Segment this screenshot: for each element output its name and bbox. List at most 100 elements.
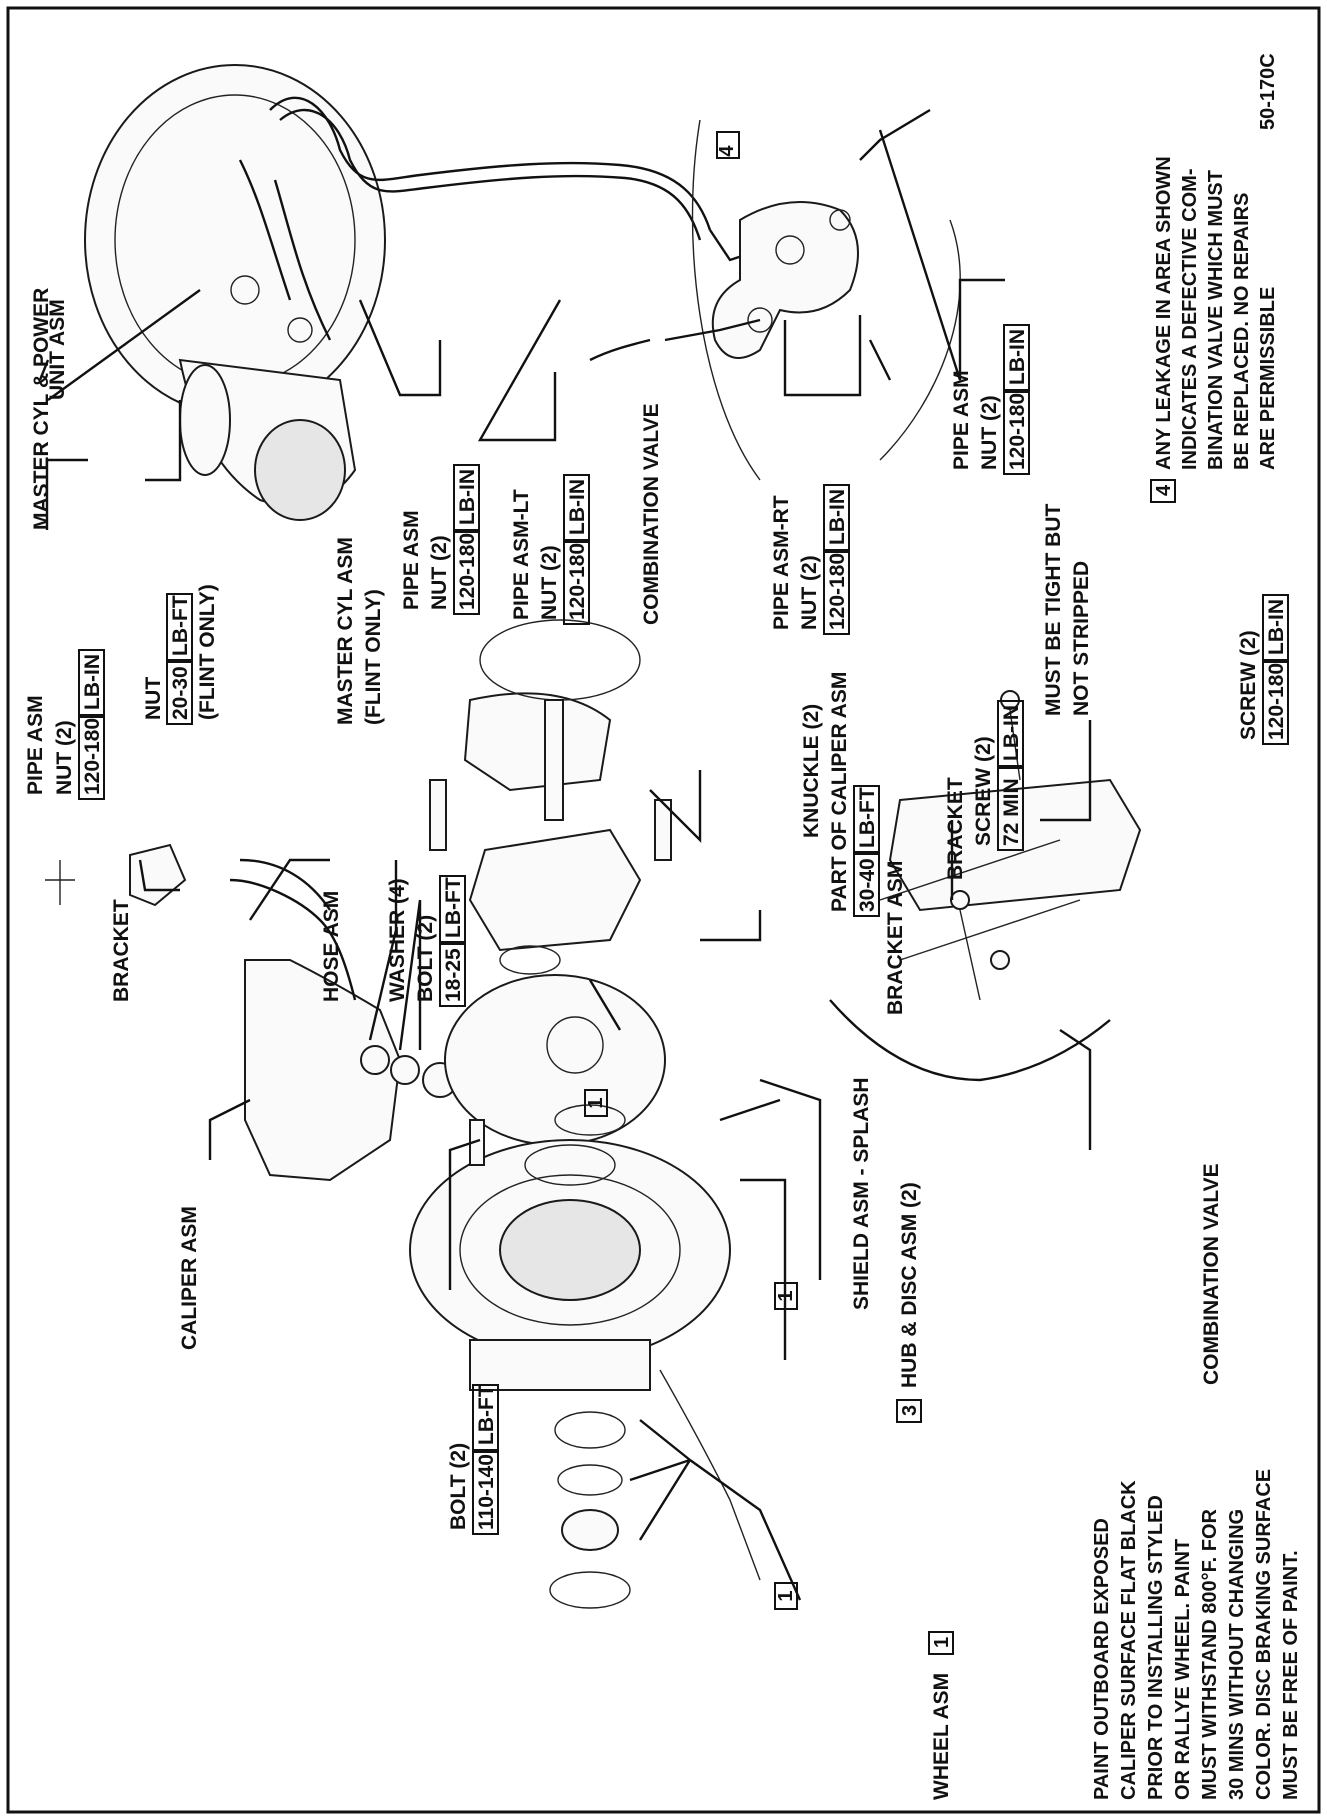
callout-box-4-top: 4 (716, 131, 740, 159)
hub-disc-shield-drawing (409, 945, 731, 1391)
page-border (6, 6, 1321, 1814)
label-knuckle-2: KNUCKLE (2) (800, 704, 823, 838)
torque-a-unit: LB-IN (81, 654, 104, 710)
label-nut-2-d: NUT (2) (798, 555, 821, 630)
unit-asm-label: UNIT ASM (46, 299, 69, 400)
torque-screw-a-value: 72 MIN (1000, 778, 1023, 846)
torque-c-unit: LB-IN (566, 479, 589, 535)
not-stripped-label: NOT STRIPPED (1070, 561, 1093, 716)
torque-d-unit: LB-IN (826, 489, 849, 545)
leader-lines (38, 129, 1092, 1601)
bolt-2-b-label: BOLT (2) (447, 1443, 470, 1530)
note-4-line-4: BE REPLACED. NO REPAIRS (1231, 193, 1253, 470)
label-caliper-asm: CALIPER ASM (178, 1206, 201, 1350)
label-torque-b: 120-180 LB-IN (453, 464, 480, 615)
bracket-b-label: BRACKET (944, 777, 967, 880)
torque-c-value: 120-180 (566, 543, 589, 620)
paint-note: PAINT OUTBOARD EXPOSED CALIPER SURFACE F… (1091, 1469, 1302, 1800)
label-not-stripped: NOT STRIPPED (1070, 561, 1093, 716)
pipe-asm-rt-label: PIPE ASM-RT (770, 495, 793, 630)
label-bolt-2-a: BOLT (2) (414, 915, 437, 1002)
torque-screw-b-value: 120-180 (1265, 663, 1288, 740)
callout-box-1-b: 1 (774, 1282, 798, 1310)
nut-2-b-label: NUT (2) (428, 535, 451, 610)
callout-4-top: 4 (716, 145, 738, 157)
label-torque-d: 120-180 LB-IN (823, 484, 850, 635)
bracket-top-label: BRACKET (110, 899, 133, 1002)
note-4-line-3: BINATION VALVE WHICH MUST (1205, 170, 1227, 470)
label-master-cyl-asm: MASTER CYL ASM (334, 537, 357, 725)
label-screw-2-a: SCREW (2) (972, 736, 995, 846)
combination-valve-2-label: COMBINATION VALVE (1200, 1163, 1223, 1385)
paint-note-line-4: OR RALLYE WHEEL. PAINT (1172, 1539, 1194, 1800)
pipe-asm-2-label: PIPE ASM (400, 510, 423, 610)
label-hose-asm: HOSE ASM (320, 891, 343, 1002)
label-shield-asm: SHIELD ASM - SPLASH (850, 1077, 873, 1310)
label-nut-flint: NUT (142, 677, 165, 720)
label-torque-a: 120-180 LB-IN (78, 649, 105, 800)
master-cylinder-booster-drawing (84, 64, 386, 521)
callout-1-b: 1 (775, 1290, 797, 1301)
torque-b-value: 120-180 (456, 533, 479, 610)
knuckle-2-label: KNUCKLE (2) (800, 704, 823, 838)
label-torque-screw-a: 72 MIN LB-IN (997, 700, 1024, 851)
callout-1-d: 1 (931, 1637, 953, 1648)
torque-e-unit: LB-IN (1006, 329, 1029, 385)
paint-note-line-7: COLOR. DISC BRAKING SURFACE (1253, 1469, 1275, 1800)
callout-box-1-a: 1 (584, 1089, 608, 1117)
label-pipe-asm-3: PIPE ASM (950, 370, 973, 470)
pipe-asm-1-label: PIPE ASM (24, 695, 47, 795)
label-wheel-asm: WHEEL ASM 1 (928, 1631, 954, 1800)
torque-flint-unit: LB-FT (169, 595, 192, 656)
paint-note-line-1: PAINT OUTBOARD EXPOSED (1091, 1518, 1113, 1800)
nut-flint-label: NUT (142, 677, 165, 720)
figure-id: 50-170C (1257, 53, 1279, 130)
torque-bolt-a-unit: LB-FT (442, 877, 465, 938)
torque-d-value: 120-180 (826, 553, 849, 630)
nut-2-d-label: NUT (2) (798, 555, 821, 630)
note-4-line-2: INDICATES A DEFECTIVE COM- (1179, 169, 1201, 470)
label-hub-disc: 3 HUB & DISC ASM (2) (896, 1182, 922, 1423)
flint-only-a-label: (FLINT ONLY) (196, 584, 219, 720)
flint-only-b-label: (FLINT ONLY) (362, 589, 385, 725)
label-pipe-asm-rt: PIPE ASM-RT (770, 495, 793, 630)
pipe-asm-3-label: PIPE ASM (950, 370, 973, 470)
master-cyl-asm-label: MASTER CYL ASM (334, 537, 357, 725)
label-pipe-asm-2: PIPE ASM (400, 510, 423, 610)
label-torque-bolt-b: 110-140 LB-FT (472, 1384, 499, 1535)
hub-disc-number: 3 (899, 1405, 921, 1416)
label-bolt-2-b: BOLT (2) (447, 1443, 470, 1530)
torque-cal-unit: LB-FT (856, 787, 879, 848)
label-flint-only-b: (FLINT ONLY) (362, 589, 385, 725)
label-torque-e: 120-180 LB-IN (1003, 324, 1030, 475)
label-combination-valve-2: COMBINATION VALVE (1200, 1163, 1223, 1385)
nut-2-e-label: NUT (2) (978, 395, 1001, 470)
label-flint-only-a: (FLINT ONLY) (196, 584, 219, 720)
torque-flint-value: 20-30 (169, 666, 192, 720)
label-torque-cal: 30-40 LB-FT (853, 785, 880, 917)
label-pipe-asm-1: PIPE ASM (24, 695, 47, 795)
torque-bolt-a-value: 18-25 (442, 948, 465, 1002)
label-nut-2-c: NUT (2) (538, 545, 561, 620)
torque-cal-value: 30-40 (856, 858, 879, 912)
note-4: 4 ANY LEAKAGE IN AREA SHOWN INDICATES A … (1150, 53, 1279, 503)
torque-a-value: 120-180 (81, 718, 104, 795)
shield-asm-label: SHIELD ASM - SPLASH (850, 1077, 873, 1310)
label-pipe-asm-lt: PIPE ASM-LT (510, 489, 533, 620)
combination-valve-1-label: COMBINATION VALVE (640, 403, 663, 625)
caliper-asm-label: CALIPER ASM (178, 1206, 201, 1350)
torque-e-value: 120-180 (1006, 393, 1029, 470)
combination-valve-top-drawing (691, 119, 961, 481)
label-torque-c: 120-180 LB-IN (563, 474, 590, 625)
label-torque-bolt-a: 18-25 LB-FT (439, 875, 466, 1007)
paint-note-line-5: MUST WITHSTAND 800°F. FOR (1199, 1508, 1221, 1800)
callout-1-a: 1 (585, 1097, 607, 1108)
bracket-asm-label: BRACKET ASM (884, 861, 907, 1015)
label-part-of-caliper: PART OF CALIPER ASM (828, 672, 851, 912)
label-master-cyl-power-unit: MASTER CYL & POWER (30, 288, 53, 530)
screw-2-b-label: SCREW (2) (1237, 630, 1260, 740)
label-nut-2-e: NUT (2) (978, 395, 1001, 470)
brake-lines-drawing (238, 96, 931, 381)
paint-note-line-2: CALIPER SURFACE FLAT BLACK (1118, 1480, 1140, 1800)
